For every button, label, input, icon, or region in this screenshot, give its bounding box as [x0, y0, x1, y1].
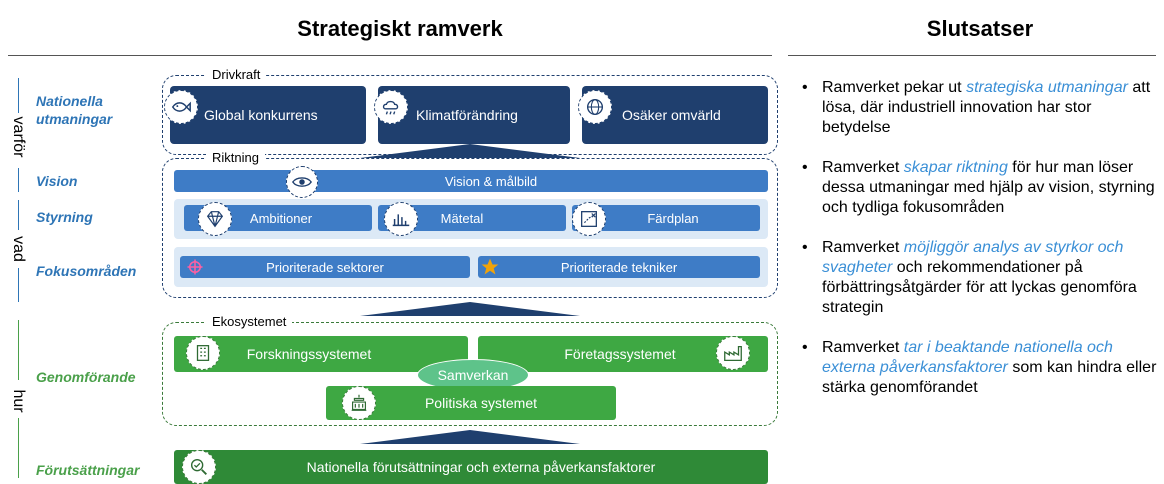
arrow-drivkraft-riktning	[360, 144, 580, 158]
prioriterade-tekniker-label: Prioriterade tekniker	[560, 259, 678, 275]
star-icon	[480, 257, 500, 277]
conclusion-item: Ramverket skapar riktning för hur man lö…	[800, 158, 1160, 218]
conclusion-highlight: strategiska utmaningar	[966, 79, 1128, 96]
conclusion-text: för hur man löser dessa utmaningar med h…	[822, 159, 1155, 216]
framework-heading: Strategiskt ramverk	[297, 16, 503, 41]
conclusions-list: Ramverket pekar ut strategiska utmaninga…	[800, 78, 1160, 418]
politiska-systemet-label: Politiska systemet	[424, 395, 538, 411]
arrow-riktning-ekosystemet	[360, 302, 580, 316]
prioriterade-tekniker-box: Prioriterade tekniker	[478, 256, 760, 278]
foretagssystemet-label: Företagssystemet	[564, 346, 676, 362]
conclusion-text: Ramverket	[822, 239, 904, 256]
vad-axis-label: vad	[10, 236, 27, 262]
globe-icon	[578, 90, 612, 124]
conclusion-text: att lösa, där industriell innovation har…	[822, 79, 1151, 136]
hur-line-bottom	[18, 418, 19, 478]
klimatforandring-box: Klimatförändring	[378, 86, 570, 144]
ambitioner-label: Ambitioner	[249, 210, 313, 226]
cloud-rain-icon	[374, 90, 408, 124]
government-icon	[342, 386, 376, 420]
forskningssystemet-label: Forskningssystemet	[246, 346, 372, 362]
varfor-axis-label: varför	[10, 116, 27, 158]
global-konkurrens-label: Global konkurrens	[204, 107, 318, 123]
conclusion-highlight: tar i beaktande nationella och externa p…	[822, 339, 1113, 376]
label-vision: Vision	[36, 173, 78, 189]
map-icon	[572, 202, 606, 236]
conclusion-item: Ramverket pekar ut strategiska utmaninga…	[800, 78, 1160, 138]
vad-line-bottom	[18, 268, 19, 302]
bar-chart-icon	[384, 202, 418, 236]
factory-icon	[716, 336, 750, 370]
hur-axis-label: hur	[10, 389, 27, 413]
hur-line-top	[18, 320, 19, 380]
conclusion-item: Ramverket möjliggör analys av styrkor oc…	[800, 238, 1160, 318]
forutsattningar-label: Nationella förutsättningar och externa p…	[306, 459, 656, 475]
vision-bar-label: Vision & målbild	[444, 173, 538, 189]
conclusion-highlight: skapar riktning	[903, 159, 1008, 176]
vad-line-top	[18, 200, 19, 230]
framework-divider	[8, 55, 772, 56]
drivkraft-label: Drivkraft	[206, 67, 267, 83]
varfor-line-top	[18, 78, 19, 113]
ekosystemet-group	[162, 322, 778, 426]
arrow-ekosystemet-forutsattningar	[360, 430, 580, 444]
osaker-omvarld-box: Osäker omvärld	[582, 86, 768, 144]
conclusions-divider	[788, 55, 1156, 56]
fardplan-label: Färdplan	[647, 210, 699, 226]
matetal-label: Mätetal	[440, 210, 484, 226]
crosshair-icon	[186, 258, 204, 276]
conclusion-text: Ramverket	[822, 339, 904, 356]
prioriterade-sektorer-label: Prioriterade sektorer	[266, 259, 384, 275]
samverkan-label: Samverkan	[437, 367, 509, 383]
diamond-icon	[198, 202, 232, 236]
osaker-omvarld-label: Osäker omvärld	[622, 107, 721, 123]
label-styrning: Styrning	[36, 209, 93, 225]
conclusions-heading: Slutsatser	[926, 16, 1034, 41]
conclusion-text: som kan hindra eller stärka genomförande…	[822, 359, 1157, 396]
conclusion-item: Ramverket tar i beaktande nationella och…	[800, 338, 1160, 398]
building-icon	[186, 336, 220, 370]
eye-icon	[286, 166, 318, 198]
klimatforandring-label: Klimatförändring	[416, 107, 518, 123]
forutsattningar-bar: Nationella förutsättningar och externa p…	[174, 450, 768, 484]
forskningssystemet-box: Forskningssystemet	[174, 336, 468, 372]
global-konkurrens-box: Global konkurrens	[170, 86, 366, 144]
label-nationella-utmaningar: Nationella utmaningar	[36, 93, 113, 127]
magnifier-icon	[182, 450, 216, 484]
conclusion-text: Ramverket pekar ut	[822, 79, 967, 96]
conclusion-text: och rekommendationer på förbättringsåtgä…	[822, 259, 1137, 316]
conclusion-highlight: möjliggör analys av styrkor och svaghete…	[822, 239, 1124, 276]
label-fokusomraden: Fokusområden	[36, 263, 137, 279]
label-genomforande: Genomförande	[36, 369, 136, 385]
riktning-group	[162, 158, 778, 298]
fish-icon	[164, 90, 198, 124]
varfor-line-bottom	[18, 168, 19, 192]
conclusion-text: Ramverket	[822, 159, 904, 176]
riktning-label: Riktning	[206, 150, 265, 166]
ekosystemet-label: Ekosystemet	[206, 314, 293, 330]
prioriterade-sektorer-box: Prioriterade sektorer	[180, 256, 470, 278]
vision-bar: Vision & målbild	[174, 170, 768, 192]
label-forutsattningar: Förutsättningar	[36, 462, 140, 478]
